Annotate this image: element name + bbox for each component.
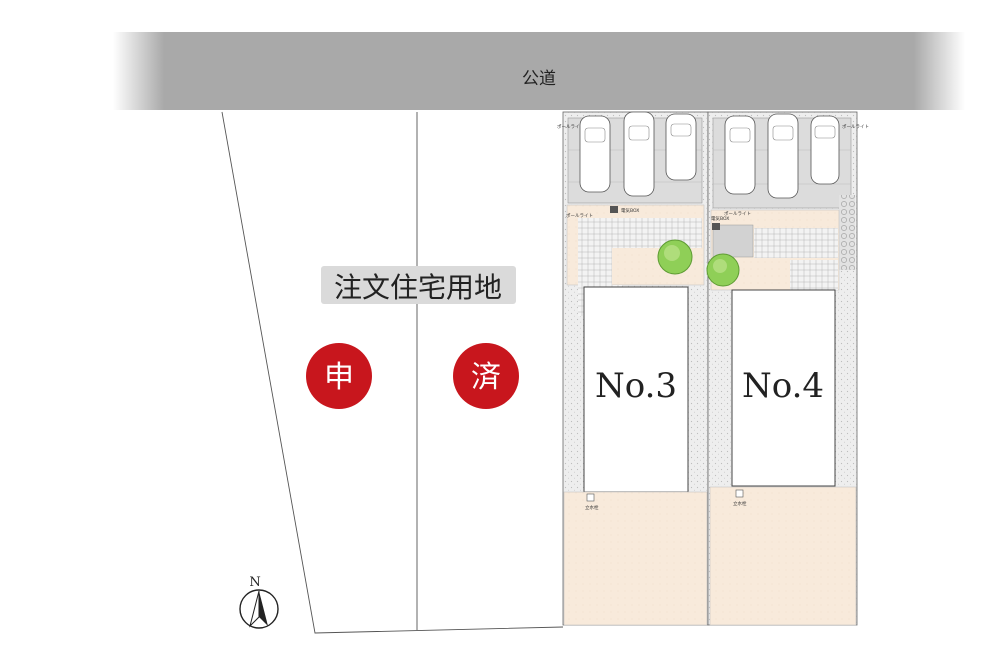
lot-no4-meter-box-label: 電気BOX xyxy=(711,215,729,222)
lot-no4-side-stones xyxy=(839,195,855,270)
lot-no3-meter-box-label: 電気BOX xyxy=(621,207,639,214)
car-icon xyxy=(665,113,697,181)
land-tag xyxy=(321,266,516,304)
parked-cars xyxy=(579,111,840,199)
lot-no4-approach-pad xyxy=(712,224,754,258)
north-compass: N xyxy=(239,575,279,629)
lot-no4-house-footprint xyxy=(731,289,836,487)
car-icon xyxy=(810,115,840,185)
custom-home-land xyxy=(221,111,564,634)
badge-right xyxy=(453,343,519,409)
road-label: 公道 xyxy=(522,69,556,89)
compass-arrow-icon xyxy=(259,591,268,626)
lot-no4-water-tap-icon xyxy=(735,489,744,498)
badge-left-label: 申 xyxy=(324,360,354,395)
lot-no3-pole-light-label: ポールライト xyxy=(566,212,593,219)
lot-no4-approach-tiles xyxy=(754,228,838,258)
lot-no3-pole-light-label-top: ポールライト xyxy=(557,123,584,130)
land-tag-label: 注文住宅用地 xyxy=(334,271,502,304)
lot-no4-meter-box-icon xyxy=(712,223,720,230)
compass-north-label: N xyxy=(249,575,260,590)
public-road xyxy=(113,32,965,110)
lot-no4-pole-light-label: ポールライト xyxy=(724,210,751,217)
car-icon xyxy=(767,113,799,199)
lot-no3-back-yard xyxy=(563,491,708,626)
lot-no3-label: No.3 xyxy=(595,366,677,406)
lot-no4-label: No.4 xyxy=(742,366,824,406)
lot-no3-meter-box-icon xyxy=(610,206,618,213)
car-icon xyxy=(579,115,611,193)
lot-no4-back-yard xyxy=(709,486,857,626)
car-icon xyxy=(724,115,756,195)
lot-no3-house-footprint xyxy=(583,286,689,493)
badge-left xyxy=(306,343,372,409)
lot-no4-water-tap-label: 立水栓 xyxy=(733,500,747,507)
lot-no3-water-tap-icon xyxy=(586,493,595,502)
car-icon xyxy=(623,111,655,197)
lot-no3-water-tap-label: 立水栓 xyxy=(585,504,599,511)
lot-no4-pole-light-label-top: ポールライト xyxy=(842,123,869,130)
badge-right-label: 済 xyxy=(471,360,501,395)
lot-no4-site: 立水栓 電気BOX ポールライト ポールライト No.4 xyxy=(706,111,869,626)
